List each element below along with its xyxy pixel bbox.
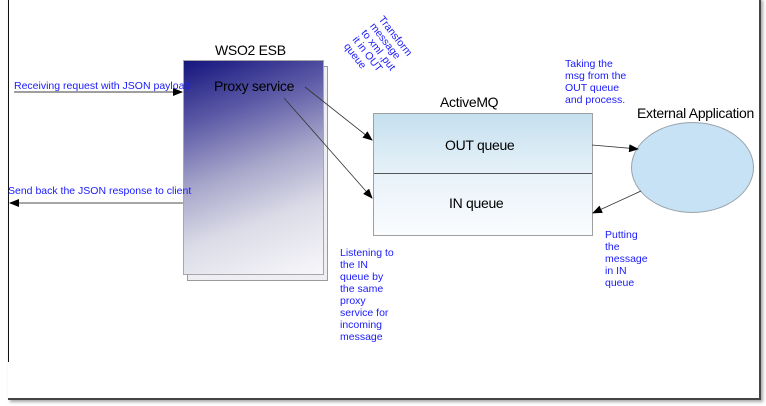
client-boundary-line [8,0,9,362]
out-queue-box [374,114,592,174]
out-queue-label: OUT queue [445,137,515,153]
activemq-box [373,113,593,236]
taking-msg-annotation: Taking the msg from the OUT queue and pr… [565,58,627,106]
listening-annotation: Listening to the IN queue by the same pr… [340,247,394,343]
in-queue-box [374,174,592,235]
putting-annotation: Putting the message in IN queue [605,229,648,289]
proxy-service-label: Proxy service [214,78,295,94]
external-app-title: External Application [637,105,754,121]
proxy-to-out-queue-arrow [304,86,373,141]
in-queue-label: IN queue [449,195,504,211]
external-app-ellipse [631,122,754,213]
receiving-request-annotation: Receiving request with JSON payload [14,80,191,92]
proxy-to-in-queue-arrow [283,97,373,199]
activemq-title: ActiveMQ [440,94,499,110]
out-queue-to-external-arrow [591,144,639,153]
esb-title: WSO2 ESB [215,42,286,58]
send-back-annotation: Send back the JSON response to client [8,185,192,197]
esb-box [183,60,324,275]
external-to-in-queue-arrow [592,190,642,214]
